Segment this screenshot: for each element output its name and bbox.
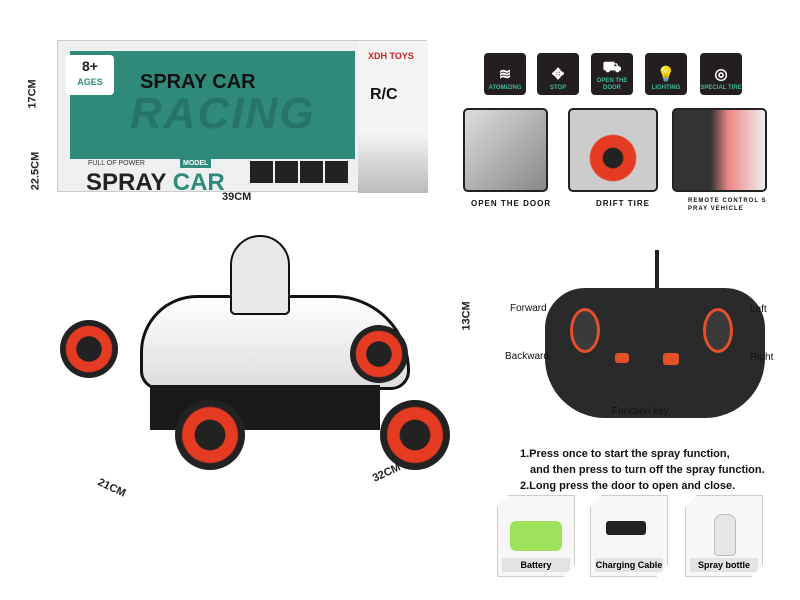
feature-lighting: 💡LIGHTING — [645, 53, 687, 95]
spray-car-image — [60, 235, 450, 505]
tagline: FULL OF POWER — [88, 160, 145, 167]
instruction-line: 2.Long press the door to open and close. — [520, 480, 736, 492]
dim-box-depth: 22.5CM — [29, 151, 42, 191]
dim-box-height: 17CM — [26, 79, 39, 109]
caption-spray: REMOTE CONTROL S PRAY VEHICLE — [688, 198, 767, 212]
box-top-title: SPRAY CAR — [140, 71, 256, 93]
box-title: SPRAY CAR — [86, 169, 225, 197]
tire-icon: ◎ — [714, 66, 728, 83]
accessory-battery: Battery — [497, 495, 575, 577]
mini-icon — [275, 161, 298, 183]
accessory-cable: Charging Cable — [590, 495, 668, 577]
label-backward: Backward — [505, 351, 549, 362]
mini-icon — [325, 161, 348, 183]
battery-icon — [510, 521, 562, 551]
photo-drift-tire — [568, 108, 658, 192]
remote-control — [545, 288, 765, 418]
photo-spray — [672, 108, 767, 192]
accessory-label: Spray bottle — [690, 558, 758, 572]
wheel — [380, 400, 450, 470]
age-value: 8+ — [82, 58, 98, 74]
label-function-key: Function key — [612, 406, 669, 417]
accessory-label: Charging Cable — [595, 558, 663, 572]
instruction-line: and then press to turn off the spray fun… — [530, 464, 765, 476]
door-button[interactable] — [615, 353, 629, 363]
feature-open-door: ⛟OPEN THE DOOR — [591, 53, 633, 95]
wheel — [60, 320, 118, 378]
feature-special-tire: ◎SPECIAL TIRE — [700, 53, 742, 95]
arrows-icon: ✥ — [551, 66, 565, 83]
brand-logo: XDH TOYS — [368, 51, 414, 61]
charging-cable-icon — [606, 521, 646, 535]
instructions: 1.Press once to start the spray function… — [520, 446, 765, 494]
remote-antenna — [655, 250, 659, 290]
mini-icon — [250, 161, 273, 183]
accessory-label: Battery — [502, 558, 570, 572]
feature-stop: ✥STOP — [537, 53, 579, 95]
dim-box-width: 39CM — [222, 191, 252, 203]
mini-icon — [300, 161, 323, 183]
caption-open-door: OPEN THE DOOR — [471, 199, 552, 208]
wheel — [175, 400, 245, 470]
feature-atomizing: ≋ATOMIZING — [484, 53, 526, 95]
instruction-line: 1.Press once to start the spray function… — [520, 448, 730, 460]
mist-icon: ≋ — [498, 66, 512, 83]
steering-control[interactable] — [703, 308, 733, 353]
car-door-icon: ⛟ — [602, 59, 622, 76]
racing-watermark: RACING — [130, 89, 316, 138]
model-badge: MODEL — [180, 159, 212, 168]
rc-logo: R/C — [370, 86, 398, 103]
title-left: SPRAY — [86, 169, 167, 196]
spray-bottle-icon — [714, 514, 736, 556]
bulb-icon: 💡 — [656, 66, 676, 83]
wheel — [350, 325, 408, 383]
dim-car-height: 13CM — [460, 301, 473, 331]
accessory-bottle: Spray bottle — [685, 495, 763, 577]
product-box: RACING SPRAY CAR 8+ AGES FULL OF POWER MO… — [57, 40, 428, 196]
label-right: Right — [750, 352, 774, 363]
label-left: Left — [750, 304, 767, 315]
photo-open-door — [463, 108, 548, 192]
label-forward: Forward — [510, 303, 547, 314]
age-label: AGES — [77, 77, 103, 87]
box-side-panel: XDH TOYS R/C — [358, 41, 428, 193]
caption-drift-tire: DRIFT TIRE — [596, 199, 650, 208]
throttle-control[interactable] — [570, 308, 600, 353]
age-badge: 8+ AGES — [66, 55, 114, 95]
function-key-button[interactable] — [663, 353, 679, 365]
car-door-open — [230, 235, 290, 315]
title-right: CAR — [172, 169, 225, 196]
box-window: RACING SPRAY CAR — [70, 51, 355, 159]
